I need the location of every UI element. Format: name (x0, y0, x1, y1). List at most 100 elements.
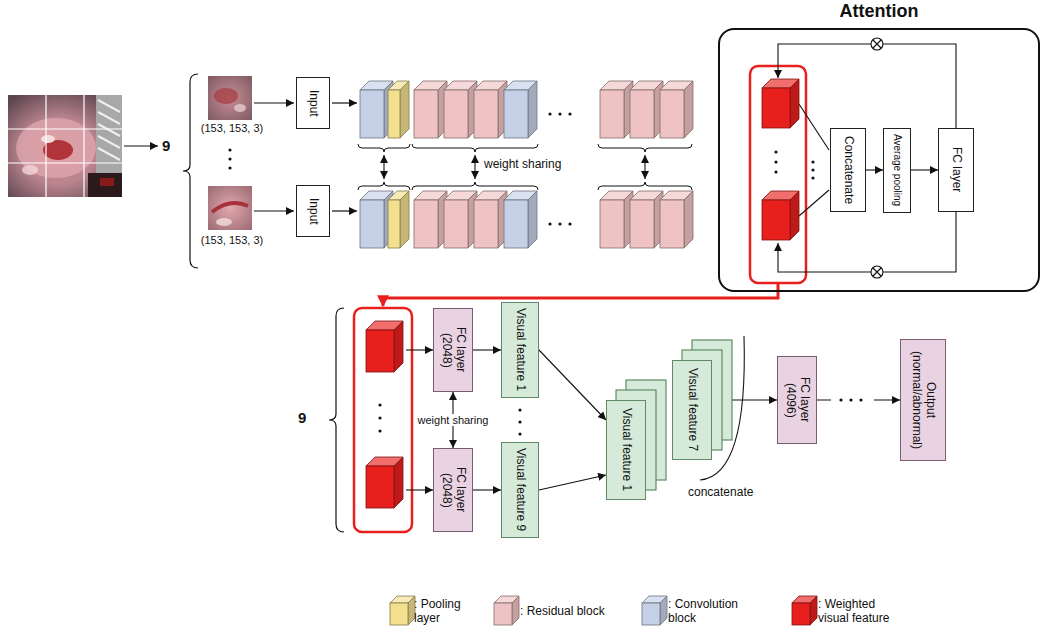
block-front (630, 200, 654, 248)
block-front (414, 90, 438, 138)
visual-feature-box: Visual feature 1 (501, 302, 539, 398)
block-side (394, 457, 403, 508)
node-label: Output (normal/abnormal) (909, 345, 937, 455)
connector (539, 350, 606, 420)
residual-block (630, 81, 663, 138)
visual-feature-card: Visual feature 7 (672, 360, 712, 460)
block-front (494, 603, 512, 625)
legend-cube (642, 596, 667, 625)
size-label: (153, 153, 3) (201, 234, 263, 247)
legend-swatch (492, 594, 522, 628)
network-blocks (360, 79, 799, 508)
connector (539, 475, 606, 490)
legend-text: : Pooling layer (414, 598, 474, 626)
selection-frame (354, 308, 412, 532)
feature-line (799, 104, 829, 150)
multiply-symbol (871, 38, 883, 50)
block-side (400, 81, 409, 138)
image-patch (208, 186, 252, 230)
block-side (512, 596, 519, 625)
image-patch (208, 76, 252, 120)
node-label: Concatenate (841, 136, 855, 204)
node-label: Average pooling (891, 134, 903, 206)
concatenate-box: Concatenate (830, 128, 866, 212)
legend-cube (494, 596, 519, 625)
weighted-visual-feature (366, 457, 403, 508)
node-label: FC layer (2048) (439, 317, 467, 383)
feature-line (799, 190, 829, 216)
weight-sharing-arrow (384, 155, 645, 179)
connector (473, 349, 501, 350)
block-front (762, 88, 790, 128)
connector (817, 399, 900, 400)
edge-label: weight sharing (416, 414, 491, 427)
flow-arrow (332, 210, 357, 211)
block-front (660, 90, 684, 138)
vertical-dots (378, 403, 521, 435)
block-side (684, 191, 693, 248)
flow-arrow (406, 349, 433, 350)
note-label: concatenate (688, 486, 753, 500)
block-side (790, 191, 799, 240)
block-front (642, 603, 660, 625)
pooling-layer (388, 191, 409, 248)
block-front (474, 200, 498, 248)
block-front (792, 603, 810, 625)
residual-block (600, 81, 633, 138)
flow-arrow (406, 489, 433, 490)
block-side (810, 596, 817, 625)
multiply-symbol (871, 266, 883, 278)
block-side (790, 79, 799, 128)
vertical-dots (228, 148, 231, 169)
brace (329, 308, 344, 532)
residual-block (414, 81, 447, 138)
fc-layer-box: FC layer (4096) (777, 356, 817, 444)
legend-cube (390, 596, 415, 625)
visual-feature-card: Visual feature 1 (606, 400, 646, 500)
block-front (762, 200, 790, 240)
attention-module: AttentionConcatenateAverage poolingFC la… (718, 28, 1040, 292)
node-label: Input (306, 198, 320, 225)
node-label: FC layer (4096) (783, 367, 811, 433)
node-label: Input (306, 90, 320, 117)
note-label: weight sharing (484, 158, 561, 172)
flow-arrow (332, 102, 357, 103)
colposcopy-image (8, 95, 122, 197)
attention-loop (778, 44, 956, 128)
block-front (504, 200, 528, 248)
block-front (390, 603, 408, 625)
convolution-block (504, 191, 537, 248)
output-box: Output (normal/abnormal) (900, 339, 946, 461)
weighted-visual-feature (762, 191, 799, 240)
residual-block (444, 191, 477, 248)
weight-sharing-brace (358, 144, 692, 190)
connector (866, 169, 883, 170)
pooling-box: Average pooling (883, 128, 911, 213)
block-side (660, 596, 667, 625)
residual-block (414, 191, 447, 248)
residual-block (444, 81, 477, 138)
block-front (388, 90, 400, 138)
block-front (444, 200, 468, 248)
fc-layer-box: FC layer (2048) (433, 308, 473, 392)
visual-feature-box: Visual feature 9 (501, 442, 539, 538)
block-front (388, 200, 400, 248)
node-label: Visual feature 9 (513, 448, 527, 531)
attention-border (718, 28, 1040, 292)
node-label: FC layer (2048) (439, 457, 467, 523)
flow-arrow (254, 102, 294, 103)
weighted-visual-feature (366, 321, 403, 372)
block-side (528, 81, 537, 138)
legend-swatch (640, 594, 670, 628)
flow-arrow (124, 145, 158, 146)
ellipsis-dots (839, 398, 862, 401)
residual-block (630, 191, 663, 248)
residual-block (660, 81, 693, 138)
input-box: Input (296, 77, 330, 129)
legend-swatch (388, 594, 418, 628)
connector (911, 169, 938, 170)
node-label: Visual feature 1 (513, 308, 527, 391)
legend-text: : Residual block (520, 605, 640, 619)
fc-layer-box: FC layer (2048) (433, 448, 473, 532)
node-label: Visual feature 1 (619, 408, 633, 491)
